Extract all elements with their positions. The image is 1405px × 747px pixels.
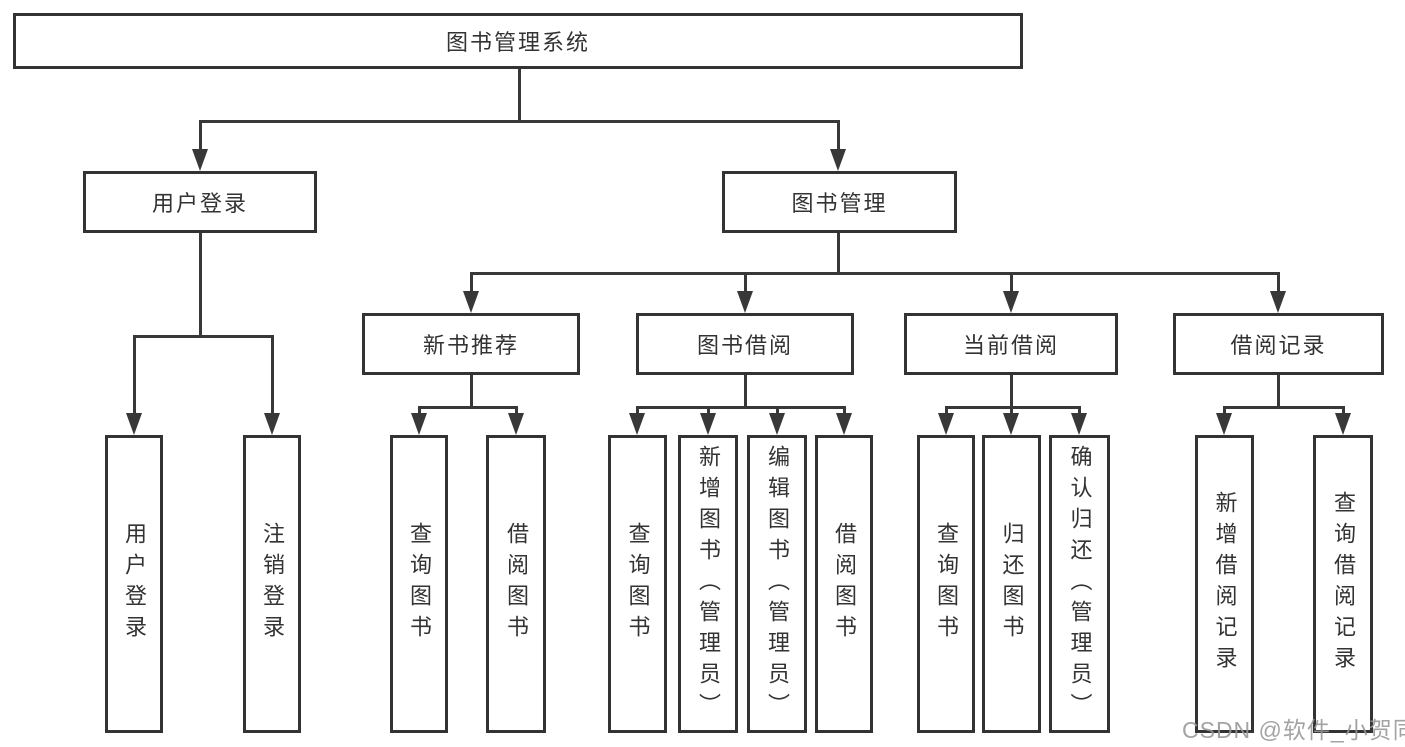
connector-drop bbox=[418, 406, 421, 416]
arrowhead bbox=[264, 413, 280, 435]
connector-drop bbox=[744, 272, 747, 292]
leaf-confirm-return-admin-label: 确认归还（管理员） bbox=[1067, 444, 1093, 724]
leaf-return-book-label: 归还图书 bbox=[999, 522, 1025, 646]
connector-stub bbox=[1010, 375, 1013, 406]
arrowhead bbox=[1216, 413, 1232, 435]
connector-branch bbox=[418, 406, 518, 409]
connector-drop bbox=[470, 272, 473, 292]
connector-drop bbox=[1223, 406, 1226, 416]
leaf-logout: 注销登录 bbox=[243, 435, 301, 733]
connector-level1-branch bbox=[199, 120, 840, 123]
connector-branch bbox=[636, 406, 846, 409]
connector-branch bbox=[133, 335, 274, 338]
leaf-return-book: 归还图书 bbox=[982, 435, 1041, 733]
arrowhead bbox=[737, 291, 753, 313]
node-book-borrowing-label: 图书借阅 bbox=[696, 333, 793, 358]
connector-drop bbox=[1277, 272, 1280, 292]
arrowhead bbox=[700, 413, 716, 435]
connector-stub bbox=[744, 375, 747, 406]
leaf-borrow-books-recommend: 借阅图书 bbox=[486, 435, 546, 733]
connector-stub bbox=[199, 233, 202, 335]
connector-drop bbox=[636, 406, 639, 416]
leaf-add-borrow-record: 新增借阅记录 bbox=[1195, 435, 1254, 733]
connector-drop bbox=[199, 120, 202, 152]
leaf-add-book-admin-label: 新增图书（管理员） bbox=[696, 444, 721, 724]
node-user-login-label: 用户登录 bbox=[151, 191, 248, 216]
connector-stub bbox=[1277, 375, 1280, 406]
connector-drop bbox=[133, 335, 136, 415]
leaf-query-books-current: 查询图书 bbox=[917, 435, 975, 733]
node-new-book-recommend: 新书推荐 bbox=[362, 313, 580, 375]
node-root-label: 图书管理系统 bbox=[445, 30, 590, 55]
arrowhead bbox=[830, 149, 846, 171]
leaf-query-books-recommend-label: 查询图书 bbox=[407, 522, 432, 646]
leaf-query-books-borrowing: 查询图书 bbox=[608, 435, 667, 733]
leaf-query-books-current-label: 查询图书 bbox=[934, 522, 959, 646]
leaf-borrow-books-borrowing: 借阅图书 bbox=[815, 435, 873, 733]
connector-stub bbox=[470, 375, 473, 406]
arrowhead bbox=[938, 413, 954, 435]
arrowhead bbox=[629, 413, 645, 435]
connector-root-stub bbox=[518, 69, 521, 120]
connector-drop bbox=[843, 406, 846, 416]
connector-branch bbox=[1223, 406, 1345, 409]
connector-drop bbox=[1010, 406, 1013, 416]
node-borrow-records-label: 借阅记录 bbox=[1230, 333, 1327, 358]
leaf-add-book-admin: 新增图书（管理员） bbox=[678, 435, 738, 733]
node-user-login: 用户登录 bbox=[83, 171, 317, 233]
connector-drop bbox=[776, 406, 779, 416]
arrowhead bbox=[769, 413, 785, 435]
arrowhead bbox=[463, 291, 479, 313]
connector-drop bbox=[1342, 406, 1345, 416]
arrowhead bbox=[508, 413, 524, 435]
leaf-edit-book-admin: 编辑图书（管理员） bbox=[747, 435, 807, 733]
arrowhead bbox=[126, 413, 142, 435]
node-book-management-label: 图书管理 bbox=[791, 191, 888, 216]
connector-branch bbox=[945, 406, 1081, 409]
node-borrow-records: 借阅记录 bbox=[1173, 313, 1384, 375]
node-root: 图书管理系统 bbox=[13, 13, 1023, 69]
node-current-borrowing: 当前借阅 bbox=[904, 313, 1118, 375]
node-current-borrowing-label: 当前借阅 bbox=[962, 333, 1059, 358]
connector-stub bbox=[837, 233, 840, 272]
connector-drop bbox=[515, 406, 518, 416]
leaf-borrow-books-recommend-label: 借阅图书 bbox=[504, 522, 529, 646]
arrowhead bbox=[411, 413, 427, 435]
leaf-logout-label: 注销登录 bbox=[260, 522, 285, 646]
arrowhead bbox=[1270, 291, 1286, 313]
leaf-query-borrow-record: 查询借阅记录 bbox=[1313, 435, 1373, 733]
connector-drop bbox=[837, 120, 840, 152]
node-book-borrowing: 图书借阅 bbox=[636, 313, 854, 375]
arrowhead bbox=[1003, 413, 1019, 435]
leaf-user-login: 用户登录 bbox=[105, 435, 163, 733]
arrowhead bbox=[1003, 291, 1019, 313]
arrowhead bbox=[192, 149, 208, 171]
arrowhead bbox=[1071, 413, 1087, 435]
connector-drop bbox=[707, 406, 710, 416]
arrowhead bbox=[1335, 413, 1351, 435]
connector-drop bbox=[945, 406, 948, 416]
node-new-book-recommend-label: 新书推荐 bbox=[422, 333, 519, 358]
leaf-confirm-return-admin: 确认归还（管理员） bbox=[1049, 435, 1110, 733]
leaf-edit-book-admin-label: 编辑图书（管理员） bbox=[765, 444, 790, 724]
leaf-borrow-books-borrowing-label: 借阅图书 bbox=[832, 522, 857, 646]
leaf-query-books-recommend: 查询图书 bbox=[390, 435, 448, 733]
leaf-user-login-label: 用户登录 bbox=[122, 522, 147, 646]
connector-level3-branch bbox=[470, 272, 1280, 275]
leaf-query-borrow-record-label: 查询借阅记录 bbox=[1331, 491, 1356, 677]
connector-drop bbox=[271, 335, 274, 415]
leaf-add-borrow-record-label: 新增借阅记录 bbox=[1212, 491, 1238, 677]
csdn-watermark: CSDN @软件_小贺同学 bbox=[1182, 717, 1405, 743]
connector-drop bbox=[1010, 272, 1013, 292]
arrowhead bbox=[836, 413, 852, 435]
leaf-query-books-borrowing-label: 查询图书 bbox=[625, 522, 651, 646]
node-book-management: 图书管理 bbox=[722, 171, 957, 233]
connector-drop bbox=[1078, 406, 1081, 416]
